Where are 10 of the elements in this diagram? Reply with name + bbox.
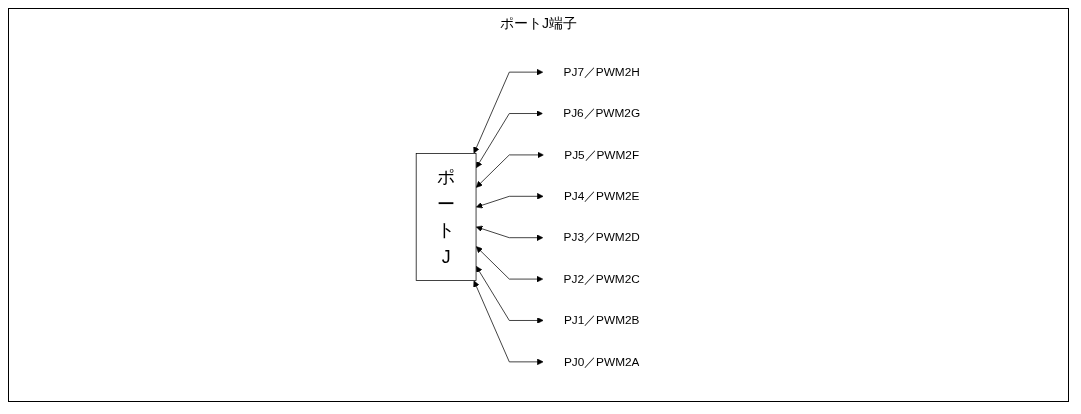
- node-text: PJ4／PWM2E: [563, 189, 640, 203]
- node-text: PJ7／PWM2H: [563, 65, 640, 79]
- pin-group-heading: ポートJ端子: [500, 15, 577, 33]
- node-text: PJ0／PWM2A: [563, 355, 640, 368]
- node-text: PJ3／PWM2D: [563, 231, 640, 244]
- node-text: PJ2／PWM2C: [563, 272, 640, 285]
- node-text: PJ5／PWM2F: [564, 148, 640, 161]
- node-box: ポートJ: [415, 153, 477, 281]
- node-text: PJ6／PWM2G: [563, 106, 641, 120]
- node-text: PJ1／PWM2B: [563, 313, 640, 327]
